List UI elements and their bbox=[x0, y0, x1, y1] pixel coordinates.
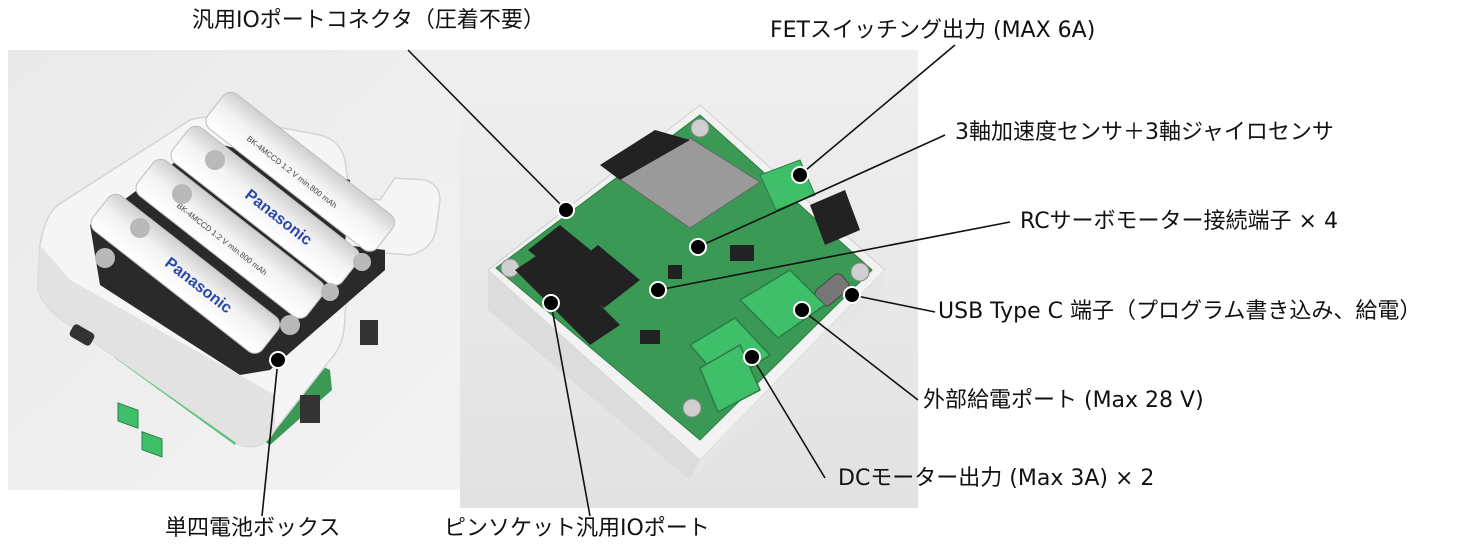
leader-lines bbox=[261, 44, 1011, 517]
battery-box: Panasonic BK-4MCCD 1.2 V min.800 mAh Pan… bbox=[37, 91, 441, 458]
marker-rc-servo bbox=[649, 281, 667, 299]
marker-io-connector bbox=[557, 201, 575, 219]
marker-fet-output bbox=[791, 166, 809, 184]
callout-markers bbox=[269, 166, 861, 369]
marker-imu bbox=[689, 238, 707, 256]
label-imu: 3軸加速度センサ＋3軸ジャイロセンサ bbox=[955, 120, 1334, 145]
label-usb: USB Type C 端子（プログラム書き込み、給電） bbox=[938, 299, 1422, 324]
controller-board bbox=[487, 104, 886, 480]
marker-dc-motor bbox=[743, 348, 761, 366]
label-ext-power: 外部給電ポート (Max 28 V) bbox=[923, 388, 1204, 413]
marker-pin-socket bbox=[542, 294, 560, 312]
label-fet-output: FETスイッチング出力 (MAX 6A) bbox=[770, 18, 1096, 43]
label-dc-motor: DCモーター出力 (Max 3A) × 2 bbox=[838, 466, 1155, 491]
marker-battery bbox=[269, 351, 287, 369]
label-io-connector: 汎用IOポートコネクタ（圧着不要） bbox=[192, 8, 545, 33]
label-rc-servo: RCサーボモーター接続端子 × 4 bbox=[1020, 209, 1338, 234]
marker-ext-power bbox=[793, 301, 811, 319]
label-battery: 単四電池ボックス bbox=[165, 516, 341, 541]
marker-usb bbox=[843, 286, 861, 304]
label-pin-socket: ピンソケット汎用IOポート bbox=[444, 516, 710, 541]
